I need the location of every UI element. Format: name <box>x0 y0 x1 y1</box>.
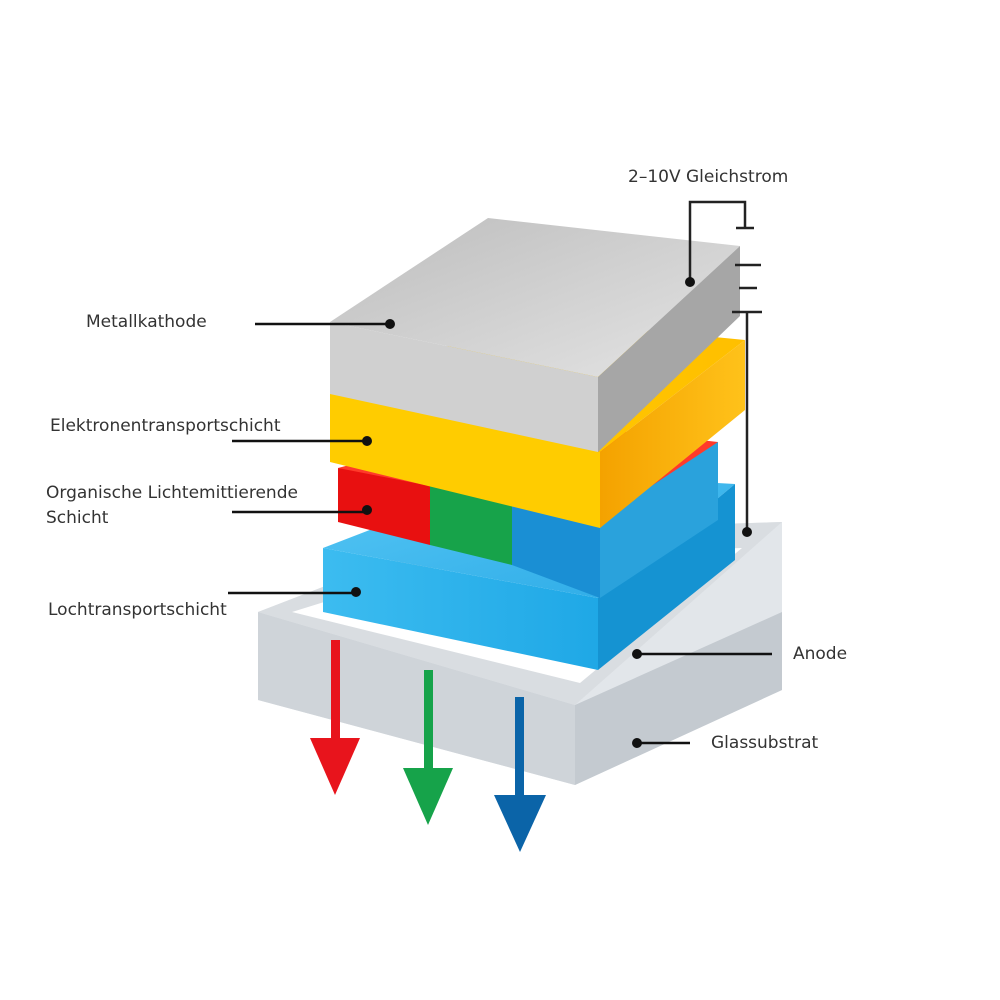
htl-label: Lochtransportschicht <box>48 600 227 620</box>
dc-power-wiring <box>688 200 762 532</box>
green-light-arrow <box>403 670 453 825</box>
leader-lines <box>228 322 772 745</box>
power-label: 2–10V Gleichstrom <box>628 167 789 187</box>
cathode-label: Metallkathode <box>86 312 207 332</box>
eml-label-line1: Organische Lichtemittierende <box>46 483 298 503</box>
eml-label-line2: Schicht <box>46 508 109 528</box>
substrate-label: Glassubstrat <box>711 733 819 753</box>
anode-label: Anode <box>793 644 848 664</box>
blue-light-arrow <box>494 697 546 852</box>
leader-dots <box>351 277 752 748</box>
red-light-arrow <box>310 640 360 795</box>
metal-cathode-layer <box>330 218 740 452</box>
etl-label: Elektronentransportschicht <box>50 416 281 436</box>
